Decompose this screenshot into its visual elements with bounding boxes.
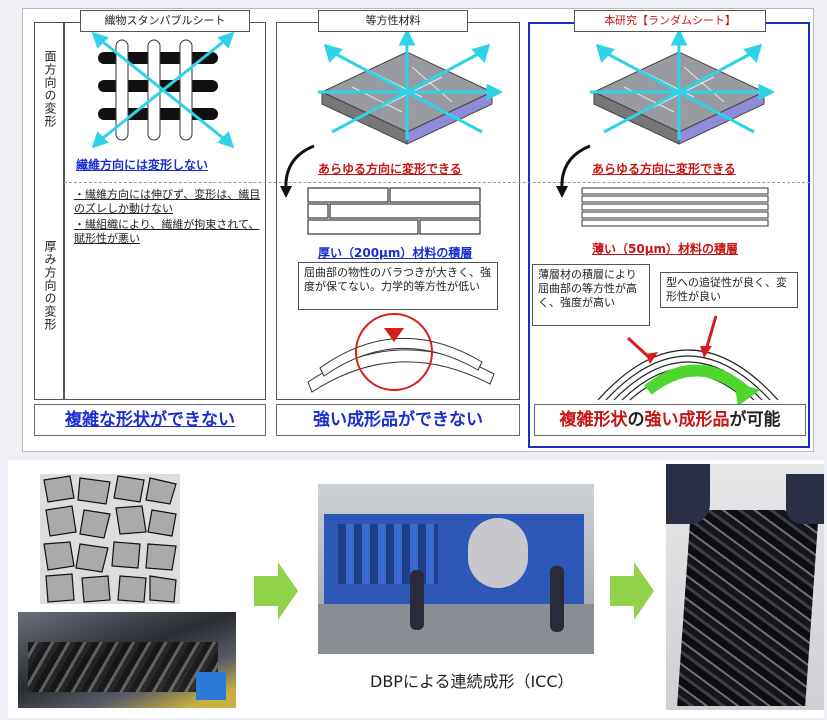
isotropic-block-illustration — [318, 32, 502, 145]
process-arrow-1 — [254, 562, 298, 620]
column-title-random: 本研究【ランダムシート】 — [574, 10, 766, 32]
caption-thick-layers: 厚い（200μm）材料の積層 — [318, 246, 473, 260]
molded-sheet-photo — [666, 464, 824, 710]
result-isotropic: 強い成形品ができない — [276, 404, 520, 436]
column-title-woven: 織物スタンパブルシート — [80, 10, 250, 32]
icc-machine-photo — [318, 484, 594, 654]
thin-layer-bend-illustration — [597, 315, 779, 406]
column-title-isotropic: 等方性材料 — [318, 10, 468, 32]
process-caption: DBPによる連続成形（ICC） — [370, 672, 574, 691]
isotropic-note-box: 屈曲部の物性のバラつきが大きく、強度が保てない。力学的等方性が低い — [298, 262, 498, 310]
result-random-part1: 複雑形状 — [559, 410, 628, 430]
result-random-sheet: 複雑形状の強い成形品が可能 — [534, 404, 806, 436]
caption-thin-layers: 薄い（50μm）材料の積層 — [592, 242, 739, 256]
result-woven: 複雑な形状ができない — [34, 404, 266, 436]
thick-layer-bend-illustration — [307, 313, 495, 393]
random-chips-illustration — [40, 474, 180, 604]
result-random-part2: の — [627, 410, 645, 430]
result-random-part4: が可能 — [729, 410, 781, 430]
thin-layer-stack — [581, 187, 769, 227]
woven-fabric-illustration — [91, 32, 235, 149]
caption-random-in-plane: あらゆる方向に変形できる — [592, 162, 736, 176]
random-sheet-block-illustration — [590, 32, 774, 145]
result-random-part3: 強い成形品 — [644, 410, 730, 430]
woven-note-2: ・繊組織により、繊維が拘束されて、賦形性が悪い — [74, 218, 260, 245]
caption-woven-in-plane: 繊維方向には変形しない — [76, 158, 209, 172]
curved-arrow-col2 — [280, 144, 315, 198]
woven-thickness-notes: ・繊維方向には伸びず、変形は、繊目のズレしか動けない ・繊組織により、繊維が拘束… — [74, 188, 262, 246]
random-note-box-left: 薄層材の積層により屈曲部の等方性が高く、強度が高い — [532, 264, 650, 326]
row-label-thickness: 厚み方向の変形 — [43, 240, 57, 331]
row-label-column — [34, 22, 64, 400]
caption-isotropic-in-plane: あらゆる方向に変形できる — [318, 162, 462, 176]
thick-layer-stack — [307, 187, 481, 235]
row-divider — [64, 182, 810, 183]
curved-arrow-col3 — [556, 144, 591, 198]
process-arrow-2 — [610, 562, 654, 620]
row-label-in-plane: 面方向の変形 — [43, 50, 57, 128]
random-note-box-right: 型への追従性が良く、変形性が良い — [660, 272, 798, 308]
woven-note-1: ・繊維方向には伸びず、変形は、繊目のズレしか動けない — [74, 188, 261, 215]
chip-conveyor-photo — [18, 612, 236, 708]
